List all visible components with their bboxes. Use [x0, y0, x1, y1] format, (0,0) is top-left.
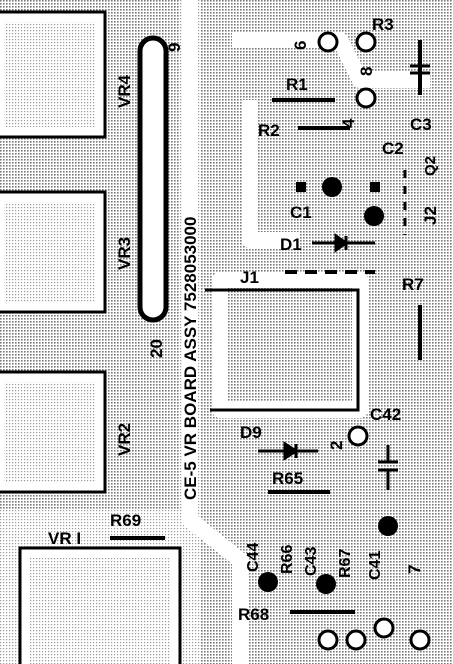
capacitor-symbols [378, 64, 430, 490]
label-pad-8: 8 [357, 67, 376, 76]
label-vr1: VR I [48, 529, 81, 548]
label-r1: R1 [286, 75, 308, 94]
diode-symbols [258, 233, 375, 461]
label-c42: C42 [370, 405, 401, 424]
d9-symbol [283, 441, 299, 461]
label-c3: C3 [410, 115, 432, 134]
filled-pads [258, 177, 398, 594]
label-board-title: CE-5 VR BOARD ASSY 7528053000 [181, 217, 200, 500]
pad [409, 629, 431, 651]
label-pad-4: 4 [339, 118, 358, 128]
pot-copper [4, 22, 170, 664]
label-r69: R69 [110, 511, 141, 530]
label-r65: R65 [272, 469, 303, 488]
pad [347, 425, 369, 447]
label-pad-2: 2 [327, 441, 346, 450]
label-vr4: VR4 [115, 74, 134, 108]
label-vr2: VR2 [115, 423, 134, 456]
label-d9: D9 [240, 423, 262, 442]
label-d1: D1 [280, 235, 302, 254]
label-r68: R68 [238, 605, 269, 624]
label-r66: R66 [279, 545, 296, 574]
label-j2: J2 [421, 206, 440, 225]
label-pin-bottom: 20 [147, 339, 166, 358]
label-r2: R2 [258, 121, 280, 140]
connector-slot [137, 35, 169, 323]
label-c1: C1 [290, 203, 312, 222]
label-pad-7: 7 [405, 565, 424, 574]
d1-symbol [334, 233, 349, 253]
label-c41: C41 [367, 551, 384, 580]
label-c43: C43 [303, 547, 320, 576]
solder-pads [317, 31, 431, 651]
label-r7: R7 [402, 275, 424, 294]
j1-outline [205, 288, 360, 412]
label-pin-top: 9 [165, 43, 184, 52]
label-r3: R3 [372, 15, 394, 34]
label-pad-6: 6 [291, 41, 310, 50]
pad [355, 87, 377, 109]
label-c44: C44 [245, 543, 262, 572]
pad [317, 629, 339, 651]
label-r67: R67 [337, 549, 354, 578]
traces [182, 0, 430, 664]
pad [355, 31, 377, 53]
pad [317, 31, 339, 53]
label-q2: Q2 [422, 156, 439, 176]
label-j1: J1 [240, 268, 259, 287]
label-c2: C2 [382, 139, 404, 158]
pad [373, 617, 395, 639]
label-vr3: VR3 [115, 237, 134, 270]
pad [345, 629, 367, 651]
